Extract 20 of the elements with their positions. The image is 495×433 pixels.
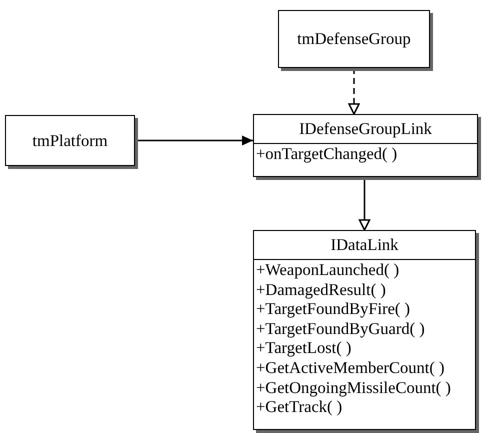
method-name: +TargetFoundByGuard( )	[255, 318, 426, 338]
realization-arrow	[348, 68, 360, 115]
method-name: +DamagedResult( )	[255, 280, 387, 300]
method-name: +TargetFoundByFire( )	[255, 299, 412, 319]
association-arrow	[135, 136, 253, 146]
class-name: tmPlatform	[32, 130, 108, 150]
class-box	[5, 115, 135, 166]
class-box	[253, 114, 478, 177]
method-name: +GetOngoingMissileCount( )	[255, 378, 452, 398]
method-name: +TargetLost( )	[255, 338, 352, 358]
method-name: +WeaponLaunched( )	[255, 260, 400, 280]
class-name: IDataLink	[254, 231, 475, 260]
class-name: IDefenseGroupLink	[254, 115, 477, 144]
method-name: +GetTrack( )	[255, 397, 344, 417]
class-box	[278, 10, 430, 68]
method-name: +onTargetChanged( )	[255, 144, 398, 164]
method-name: +GetActiveMemberCount( )	[255, 358, 446, 378]
class-name: tmDefenseGroup	[297, 29, 411, 49]
generalization-arrow	[358, 177, 370, 231]
class-box	[253, 230, 476, 430]
